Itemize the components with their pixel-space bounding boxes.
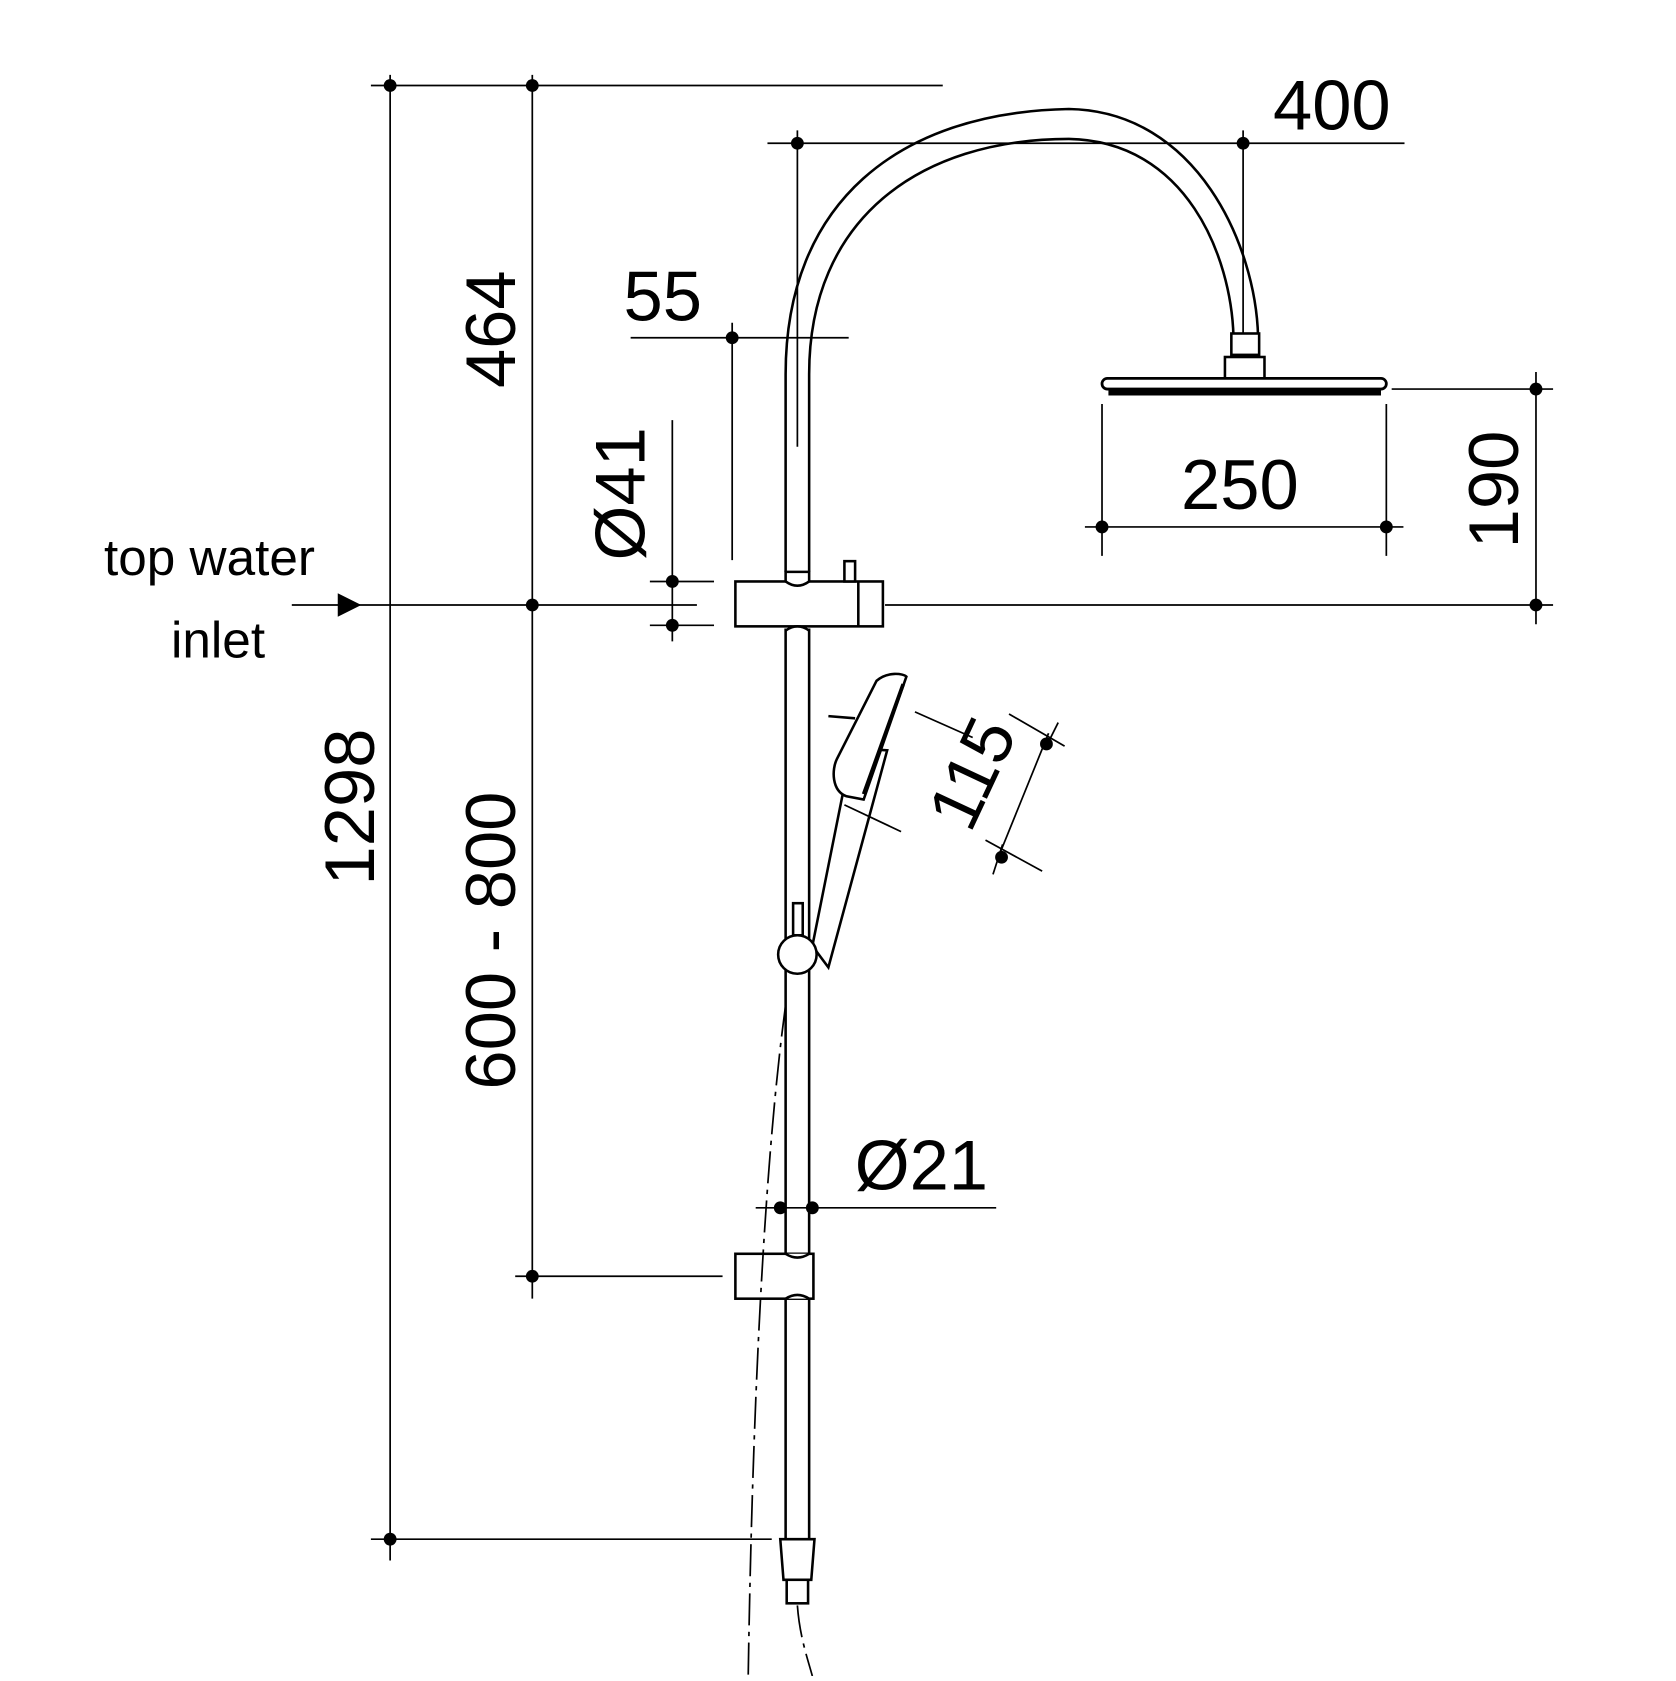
bottom-connector [778,1537,816,1605]
dimension-label-d41: Ø41 [581,427,660,560]
dimension-label-400: 400 [1273,65,1391,144]
slide-rail [784,625,811,1540]
dimension-label-1298: 1298 [310,729,389,886]
shower-head [1100,376,1388,396]
dimension-label-250: 250 [1181,445,1299,524]
dimension-head-drop: 190 [1391,371,1554,625]
dimension-arm-offset: 55 [623,257,849,561]
upper-bracket [734,559,885,628]
dimension-label-600-800: 600 - 800 [451,792,530,1090]
dimension-label-55: 55 [623,257,701,336]
dimension-overall-height: 1298 [310,74,943,1561]
hose-path [747,1004,814,1677]
inlet-label-line2: inlet [171,611,265,668]
dimension-bracket-diameter: Ø41 [581,420,715,642]
dimension-label-464: 464 [451,270,530,388]
lower-bracket [734,1252,815,1300]
inlet-label-line1: top water [104,529,315,586]
inlet-arrow-icon [337,593,362,617]
dimension-label-d21: Ø21 [855,1126,988,1205]
dimension-top-to-inlet: 464 [451,74,539,1299]
dimension-head-diameter: 250 [1084,404,1404,556]
hand-shower [776,672,908,976]
dimension-label-190: 190 [1454,431,1533,549]
dimension-rail-diameter: Ø21 [755,1126,997,1215]
top-water-inlet-callout: top water inlet [104,529,1554,668]
dimension-rail-adjustment: 600 - 800 [451,792,723,1283]
dimension-arm-reach: 400 [767,65,1405,447]
